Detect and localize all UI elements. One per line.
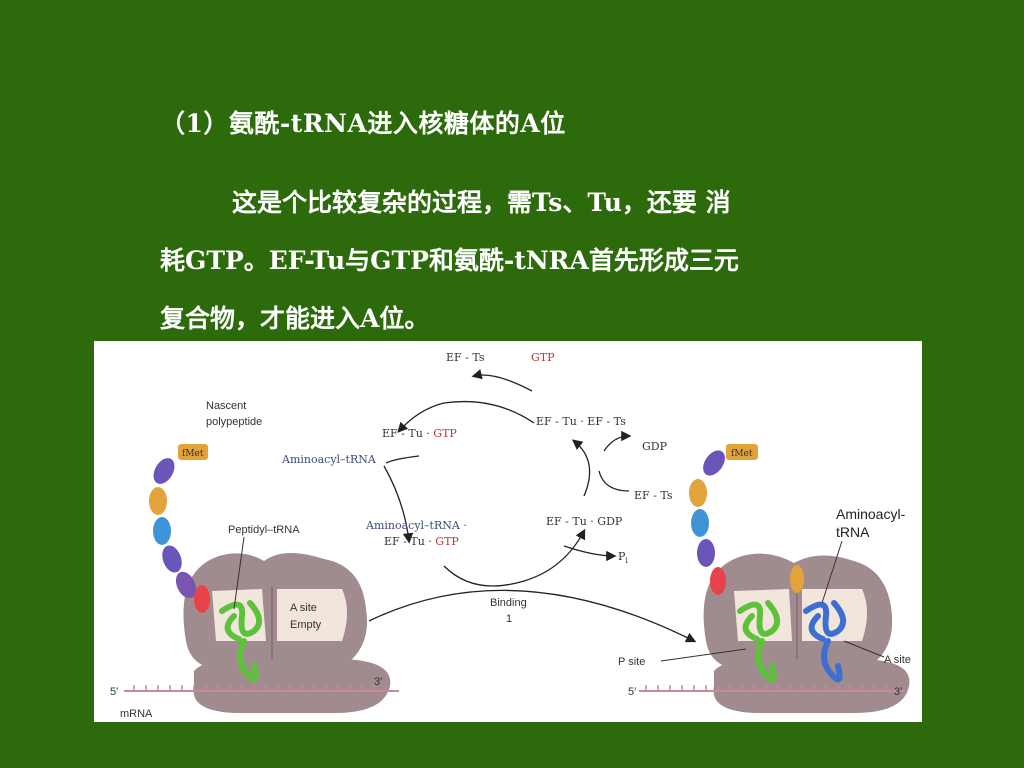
aminoacyl-trna-right-2: tRNA [836, 524, 870, 540]
left-ribosome [183, 552, 391, 713]
pi-label: Pi [618, 550, 628, 565]
ef-tu-gtp-label: EF - Tu · GTP [382, 427, 457, 440]
left-fmet-box [178, 444, 208, 460]
gdp-label: GDP [642, 440, 668, 453]
right-a-site-label: A site [884, 654, 911, 666]
trna-binding-figure: 5′ 3′ mRNA fMet Nascent polypeptide Pept… [94, 341, 922, 722]
paragraph-line-3: 复合物，才能进入A位。 [160, 304, 430, 333]
nascent-label-2: polypeptide [206, 416, 262, 428]
complex-label-2: EF - Tu · GTP [384, 535, 459, 548]
right-green-trna [737, 600, 781, 683]
slide-heading: （1）氨酰-tRNA进入核糖体的A位 [160, 109, 566, 138]
right-ribosome [703, 553, 910, 713]
left-five-prime-label: 5′ [110, 686, 118, 698]
right-mrna [639, 685, 904, 692]
gtp-label-top: GTP [531, 351, 555, 364]
complex-prefix: EF - Tu · [384, 535, 435, 548]
left-three-prime-label: 3′ [374, 676, 382, 688]
ef-tu-gdp-label: EF - Tu · GDP [546, 515, 623, 528]
peptidyl-trna-label: Peptidyl–tRNA [228, 524, 300, 536]
left-polypeptide-chain [149, 444, 210, 613]
slide-paragraph: 这是个比较复杂的过程，需Ts、Tu，还要 消 耗GTP。EF-Tu与GTP和氨酰… [160, 174, 860, 348]
empty-label: Empty [290, 619, 322, 631]
aminoacyl-trna-right-1: Aminoacyl- [836, 506, 906, 522]
ef-ts-label-right: EF - Ts [634, 489, 673, 502]
complex-gtp: GTP [435, 535, 459, 548]
right-three-prime-label: 3′ [894, 686, 902, 698]
paragraph-line-1: 这是个比较复杂的过程，需Ts、Tu，还要 消 [232, 188, 731, 217]
trna-binding-diagram: 5′ 3′ mRNA fMet Nascent polypeptide Pept… [110, 351, 911, 720]
binding-step-label: 1 [506, 613, 512, 625]
ef-ts-label-top: EF - Ts [446, 351, 485, 364]
left-peptidyl-trna [219, 600, 263, 683]
pi-sub: i [625, 556, 628, 565]
complex-label-1: Aminoacyl–tRNA · [365, 519, 467, 532]
binding-label: Binding [490, 597, 527, 609]
ef-tu-gtp-gtp: GTP [433, 427, 457, 440]
a-site-label: A site [290, 602, 317, 614]
mrna-label: mRNA [120, 708, 153, 720]
right-blue-trna [803, 600, 847, 683]
nascent-label-1: Nascent [206, 400, 246, 412]
ef-tu-ef-ts-label: EF - Tu · EF - Ts [536, 415, 626, 428]
p-site-label: P site [618, 656, 645, 668]
right-fmet-box [726, 444, 758, 460]
left-fmet-label: fMet [182, 449, 204, 459]
left-mrna [124, 685, 399, 692]
aminoacyl-trna-label: Aminoacyl–tRNA [281, 453, 377, 466]
ef-tu-gtp-prefix: EF - Tu · [382, 427, 433, 440]
ef-tu-cycle [368, 369, 697, 643]
pi-main: P [618, 550, 626, 563]
right-polypeptide-chain [689, 444, 804, 595]
right-five-prime-label: 5′ [628, 686, 636, 698]
paragraph-line-2: 耗GTP。EF-Tu与GTP和氨酰-tNRA首先形成三元 [160, 246, 739, 275]
right-fmet-label: fMet [731, 449, 753, 459]
